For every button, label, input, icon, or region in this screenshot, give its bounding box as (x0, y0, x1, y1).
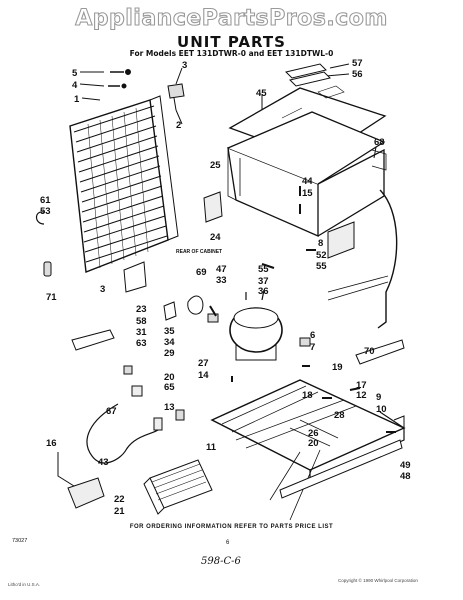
callout-57: 57 (352, 58, 363, 69)
ordering-note: FOR ORDERING INFORMATION REFER TO PARTS … (129, 524, 334, 530)
callout-12: 12 (356, 390, 367, 401)
callout-7: 7 (310, 342, 315, 353)
callout-19: 19 (332, 362, 343, 373)
callout-10: 10 (376, 404, 387, 415)
callout-48: 48 (400, 471, 411, 482)
compressor (229, 289, 283, 361)
callout-17: 17 (356, 380, 367, 391)
diagram-title: UNIT PARTS (177, 33, 286, 51)
callout-65: 65 (164, 382, 175, 393)
callout-29: 29 (164, 348, 175, 359)
callout-20b: 20 (308, 438, 319, 449)
callout-2: 2 (176, 120, 181, 131)
page-number: 6 (226, 540, 230, 546)
callout-8: 8 (318, 238, 323, 249)
callout-58: 58 (136, 316, 147, 327)
callout-25: 25 (210, 160, 221, 171)
callout-6: 6 (310, 330, 315, 341)
callout-15: 15 (302, 188, 313, 199)
callout-27: 27 (198, 358, 209, 369)
callout-49: 49 (400, 460, 411, 471)
callout-4: 4 (72, 80, 78, 91)
callout-53: 53 (40, 206, 51, 217)
callout-33: 33 (216, 275, 227, 286)
callout-26: 26 (308, 428, 319, 439)
callout-55b: 55 (258, 264, 269, 275)
callout-69: 69 (196, 267, 207, 278)
callout-70: 70 (364, 346, 375, 357)
callout-44: 44 (302, 176, 313, 187)
callout-20a: 20 (164, 372, 175, 383)
callout-71: 71 (46, 292, 57, 303)
callout-21: 21 (114, 506, 125, 517)
callout-16: 16 (46, 438, 57, 449)
callout-24: 24 (210, 232, 221, 243)
callout-63: 63 (136, 338, 147, 349)
callout-43: 43 (98, 457, 109, 468)
rear-of-cabinet-label: REAR OF CABINET (176, 249, 222, 255)
footer-left: Litho'd in U.S.A. (8, 582, 41, 587)
footer-right: Copyright © 1990 Whirlpool Corporation (338, 578, 418, 583)
callout-52: 52 (316, 250, 327, 261)
callout-22: 22 (114, 494, 125, 505)
callout-3b: 3 (100, 284, 105, 295)
callout-31: 31 (136, 327, 147, 338)
callout-55a: 55 (316, 261, 327, 272)
callout-35: 35 (164, 326, 175, 337)
callout-3: 3 (182, 60, 187, 71)
watermark: AppliancePartsPros.com (75, 5, 388, 31)
callout-28: 28 (334, 410, 345, 421)
callout-5: 5 (72, 68, 78, 79)
callout-9: 9 (376, 392, 381, 403)
condenser-coil (69, 95, 179, 273)
model-subtitle: For Models EET 131DTWR-0 and EET 131DTWL… (129, 49, 334, 58)
callout-11: 11 (206, 442, 217, 453)
callout-68: 68 (374, 137, 385, 148)
callout-56: 56 (352, 69, 363, 80)
callout-61: 61 (40, 195, 51, 206)
callout-45: 45 (256, 88, 267, 99)
machine-compartment-box (227, 111, 386, 237)
callout-14: 14 (198, 370, 209, 381)
callout-36: 36 (258, 286, 269, 297)
callout-1: 1 (74, 94, 80, 105)
callout-18: 18 (302, 390, 313, 401)
callout-47: 47 (216, 264, 227, 275)
drawing-code: 73027 (12, 538, 28, 544)
callout-numbers: 5 4 1 3 2 45 57 56 68 25 44 15 61 53 24 … (40, 58, 411, 517)
callout-67: 67 (106, 406, 117, 417)
callout-37: 37 (258, 276, 269, 287)
callout-34: 34 (164, 337, 175, 348)
handwritten-code: 598-C-6 (201, 556, 241, 567)
callout-23: 23 (136, 304, 147, 315)
condenser-fan-assembly (143, 459, 213, 515)
callout-13: 13 (164, 402, 175, 413)
